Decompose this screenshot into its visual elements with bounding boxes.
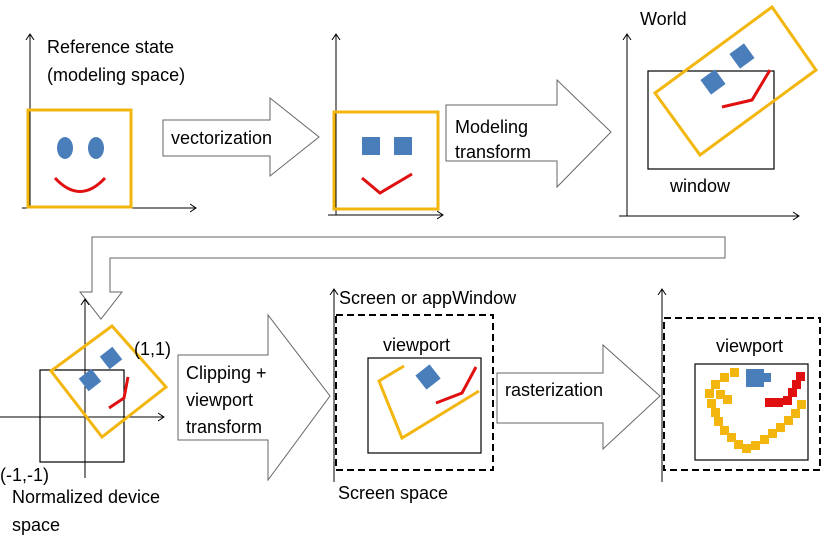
right-eye-circle	[88, 137, 104, 159]
screen-dashed-rect	[335, 314, 494, 471]
smile-polyline	[361, 172, 413, 195]
world-smile	[721, 69, 772, 109]
transform-label: transform	[455, 142, 531, 162]
raster-pixel	[705, 389, 714, 398]
vectorized-square	[332, 110, 440, 211]
raster-pixel	[796, 372, 805, 381]
raster-pixel	[723, 395, 732, 404]
ndc-square	[48, 323, 169, 440]
raster-pixel	[746, 378, 755, 387]
raster-pixel	[792, 380, 801, 389]
modeling-space-label: (modeling space)	[47, 65, 185, 85]
vectorization-label: vectorization	[171, 128, 272, 148]
smile-curve	[53, 176, 107, 193]
raster-pixel	[755, 369, 764, 378]
raster-viewport-rect	[694, 363, 809, 461]
raster-pixel	[742, 444, 751, 453]
screen-clipped-square	[377, 364, 480, 441]
raster-pixels	[705, 368, 806, 453]
clipping-label: Clipping +	[186, 363, 267, 383]
left-eye-circle	[57, 137, 73, 159]
vectorization-arrow: vectorization	[162, 96, 320, 178]
reference-state-label: Reference state	[47, 37, 174, 57]
transform-label-arrow: transform	[186, 417, 262, 437]
clipping-arrow: Clipping + viewport transform	[177, 313, 331, 482]
raster-pixel	[716, 390, 725, 399]
raster-pixel	[762, 373, 771, 382]
rasterized-panel: viewport	[662, 290, 821, 482]
ndc-label: Normalized device	[12, 487, 160, 507]
one-one-label: (1,1)	[134, 339, 171, 359]
raster-pixel	[791, 409, 800, 418]
raster-pixel	[734, 440, 743, 449]
screen-eye	[415, 364, 441, 390]
world-square	[652, 4, 819, 158]
raster-pixel	[727, 433, 736, 442]
vectorized-panel	[328, 35, 442, 215]
modeling-label: Modeling	[455, 117, 528, 137]
ndc-panel: (1,1) (-1,-1) Normalized device space	[0, 300, 171, 535]
raster-pixel	[707, 399, 716, 408]
screen-smile	[435, 366, 478, 405]
window-rect	[647, 70, 775, 170]
minus-one-label: (-1,-1)	[0, 465, 49, 485]
ndc-space-label: space	[12, 515, 60, 535]
return-arrow	[78, 236, 726, 320]
viewport-label-arrow: viewport	[186, 390, 253, 410]
rasterization-arrow: rasterization	[496, 343, 661, 451]
reference-square	[26, 108, 133, 209]
raster-pixel	[768, 429, 777, 438]
raster-pixel	[783, 396, 792, 405]
ndc-rect	[39, 369, 125, 463]
raster-dashed-rect	[663, 317, 821, 471]
raster-pixel	[797, 400, 806, 409]
raster-pixel	[711, 380, 720, 389]
rasterization-label: rasterization	[505, 380, 603, 400]
viewport-label-2: viewport	[716, 336, 783, 356]
right-eye-square	[394, 137, 412, 155]
raster-pixel	[711, 408, 720, 417]
raster-pixel	[714, 417, 723, 426]
raster-pixel	[751, 441, 760, 450]
raster-pixel	[755, 378, 764, 387]
world-left-eye	[700, 69, 726, 95]
raster-pixel	[720, 373, 729, 382]
ndc-right-eye	[99, 346, 123, 370]
modeling-transform-arrow: Modeling transform	[445, 78, 612, 189]
raster-pixel	[774, 398, 783, 407]
world-right-eye	[729, 43, 755, 69]
screen-space-label: Screen space	[338, 483, 448, 503]
raster-pixel	[776, 423, 785, 432]
raster-pixel	[765, 398, 774, 407]
ndc-smile	[108, 376, 130, 410]
raster-pixel	[784, 416, 793, 425]
raster-pixel	[730, 368, 739, 377]
world-panel: World window	[619, 4, 819, 216]
screen-panel: Screen or appWindow viewport Screen spac…	[334, 288, 517, 503]
reference-state-panel: Reference state (modeling space)	[22, 35, 195, 208]
left-eye-square	[362, 137, 380, 155]
raster-pixel	[760, 435, 769, 444]
raster-pixel	[788, 388, 797, 397]
viewport-rect	[367, 357, 482, 454]
screen-or-appwindow-label: Screen or appWindow	[339, 288, 517, 308]
viewport-label-1: viewport	[383, 335, 450, 355]
world-label: World	[640, 9, 687, 29]
window-label: window	[669, 176, 731, 196]
raster-pixel	[746, 369, 755, 378]
raster-pixel	[720, 426, 729, 435]
ndc-left-eye	[78, 368, 102, 392]
